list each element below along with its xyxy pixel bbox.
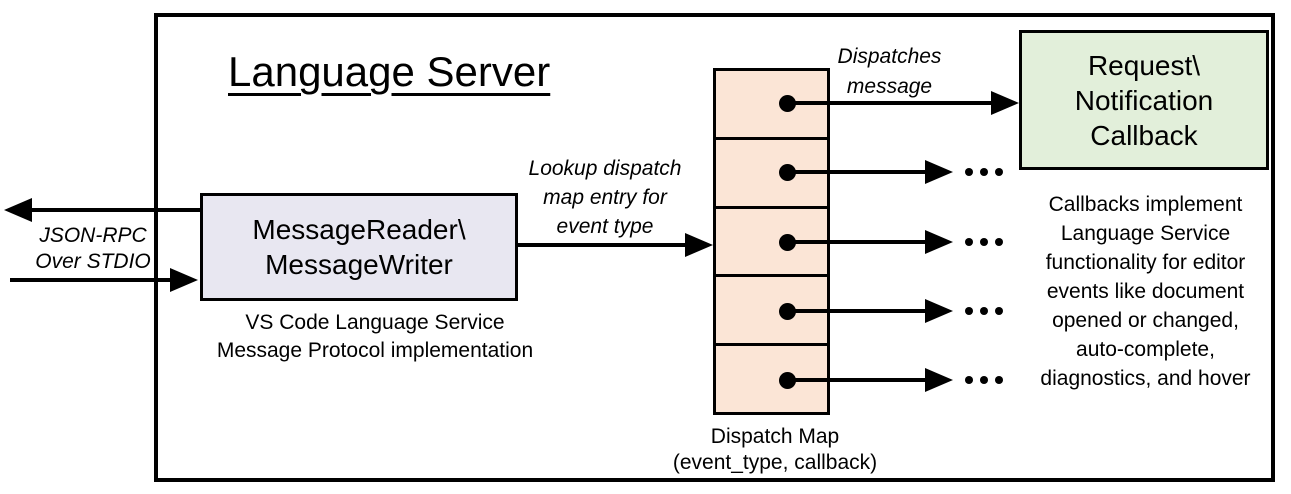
lookup-arrowhead-icon — [685, 233, 713, 257]
dispatch-map-cell — [716, 277, 827, 347]
stdio-in-arrow-line — [10, 278, 172, 282]
json-rpc-stdio-label: JSON-RPC Over STDIO — [35, 224, 151, 273]
lookup-arrow-line — [517, 243, 687, 247]
dispatch-map — [713, 68, 830, 415]
diagram-title: Language Server — [228, 48, 551, 95]
message-reader-writer-box: MessageReader\ MessageWriter — [200, 193, 518, 301]
dispatch-map-caption: Dispatch Map (event_type, callback) — [672, 425, 878, 474]
stdio-out-arrowhead-icon — [4, 198, 32, 222]
stdio-out-arrow-line — [30, 208, 200, 212]
message-reader-writer-caption: VS Code Language Service Message Protoco… — [216, 311, 534, 362]
stdio-in-arrowhead-icon — [170, 268, 198, 292]
dispatches-message-annotation: Dispatches message — [837, 45, 942, 98]
dispatch-map-cell — [716, 71, 827, 140]
request-notification-callback-box: Request\ Notification Callback — [1019, 30, 1269, 170]
language-server-boundary-box — [154, 13, 1275, 482]
dispatch-map-cell — [716, 208, 827, 278]
dispatch-map-cell — [716, 139, 827, 209]
callbacks-description: Callbacks implement Language Service fun… — [1040, 193, 1251, 390]
dispatch-map-cell — [716, 346, 827, 412]
lookup-annotation: Lookup dispatch map entry for event type — [528, 157, 682, 238]
